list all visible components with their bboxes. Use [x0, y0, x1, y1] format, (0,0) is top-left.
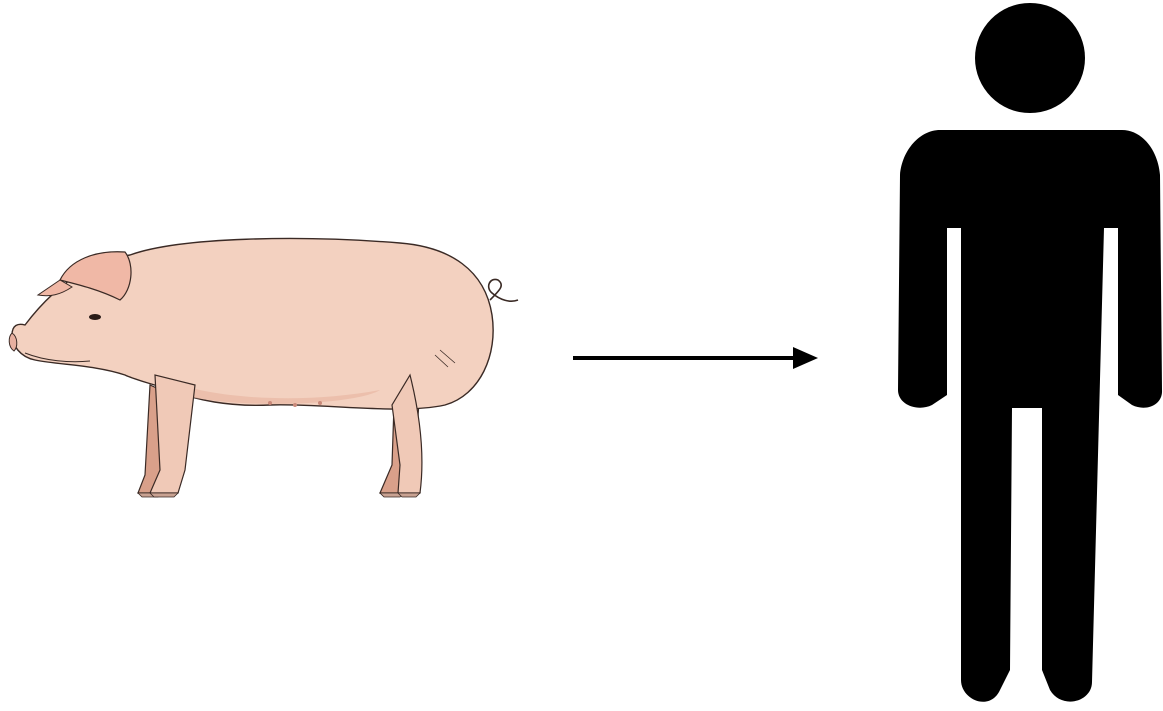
pig-icon: [0, 225, 530, 510]
person-icon: [890, 0, 1163, 711]
arrow-right-icon: [565, 340, 825, 376]
